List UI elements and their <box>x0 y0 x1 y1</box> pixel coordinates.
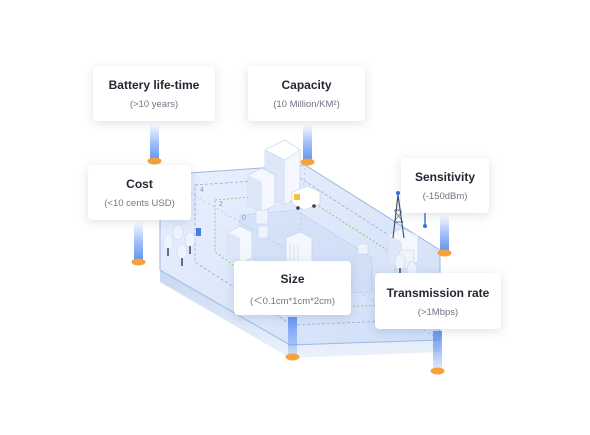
size-card: Size (＜0.1cm*1cm*2cm) <box>234 261 351 315</box>
capacity-title: Capacity <box>281 78 332 92</box>
battery-life-card: Battery life-time (>10 years) <box>93 66 215 121</box>
cost-card: Cost (<10 cents USD) <box>88 165 191 220</box>
size-value: (＜0.1cm*1cm*2cm) <box>250 296 335 307</box>
ring-label-inner: 0 <box>242 215 246 222</box>
signal-pillars <box>131 124 452 375</box>
pillar-sensitivity <box>440 215 449 251</box>
transmission-rate-value: (>1Mbps) <box>417 307 459 318</box>
ring-label-outer: 4 <box>200 187 204 194</box>
sensitivity-title: Sensitivity <box>414 170 476 184</box>
left-building <box>227 225 253 265</box>
antenna-tower-icon <box>392 191 427 239</box>
pillar-transmission <box>433 331 442 369</box>
pillar-size <box>288 317 297 355</box>
mid-building <box>247 167 276 213</box>
pillar-cost <box>134 222 143 260</box>
pillar-battery <box>150 124 159 160</box>
capacity-value: (10 Million/KM²) <box>273 99 340 110</box>
cost-title: Cost <box>126 177 153 191</box>
battery-life-title: Battery life-time <box>108 78 200 92</box>
pillar-capacity <box>303 124 312 160</box>
battery-life-value: (>10 years) <box>129 99 179 110</box>
size-title: Size <box>280 272 305 286</box>
transmission-rate-title: Transmission rate <box>386 286 490 300</box>
truck-icon <box>291 185 321 211</box>
sensitivity-card: Sensitivity (-150dBm) <box>401 158 489 213</box>
sensitivity-value: (-150dBm) <box>422 191 468 202</box>
ring-label-mid: 2 <box>219 201 223 208</box>
capacity-card: Capacity (10 Million/KM²) <box>248 66 365 121</box>
transmission-rate-card: Transmission rate (>1Mbps) <box>375 273 501 329</box>
cost-value: (<10 cents USD) <box>104 198 175 209</box>
